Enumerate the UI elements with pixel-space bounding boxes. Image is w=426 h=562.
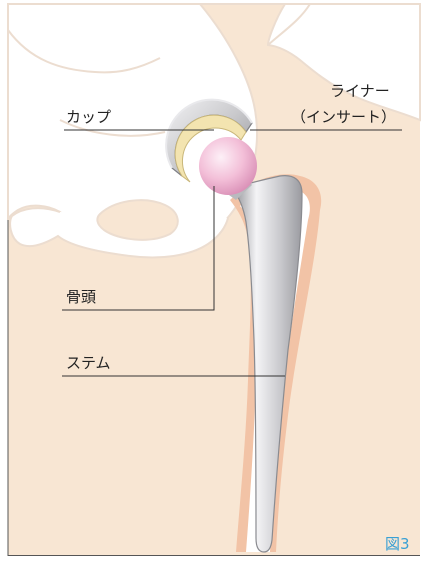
label-liner-line2: （インサート） bbox=[291, 106, 396, 127]
label-cup: カップ bbox=[66, 106, 111, 127]
femoral-head bbox=[199, 137, 257, 195]
label-stem: ステム bbox=[66, 352, 111, 373]
label-liner-line1: ライナー bbox=[330, 80, 390, 101]
label-head: 骨頭 bbox=[66, 286, 96, 307]
figure-number: 図3 bbox=[385, 533, 410, 554]
